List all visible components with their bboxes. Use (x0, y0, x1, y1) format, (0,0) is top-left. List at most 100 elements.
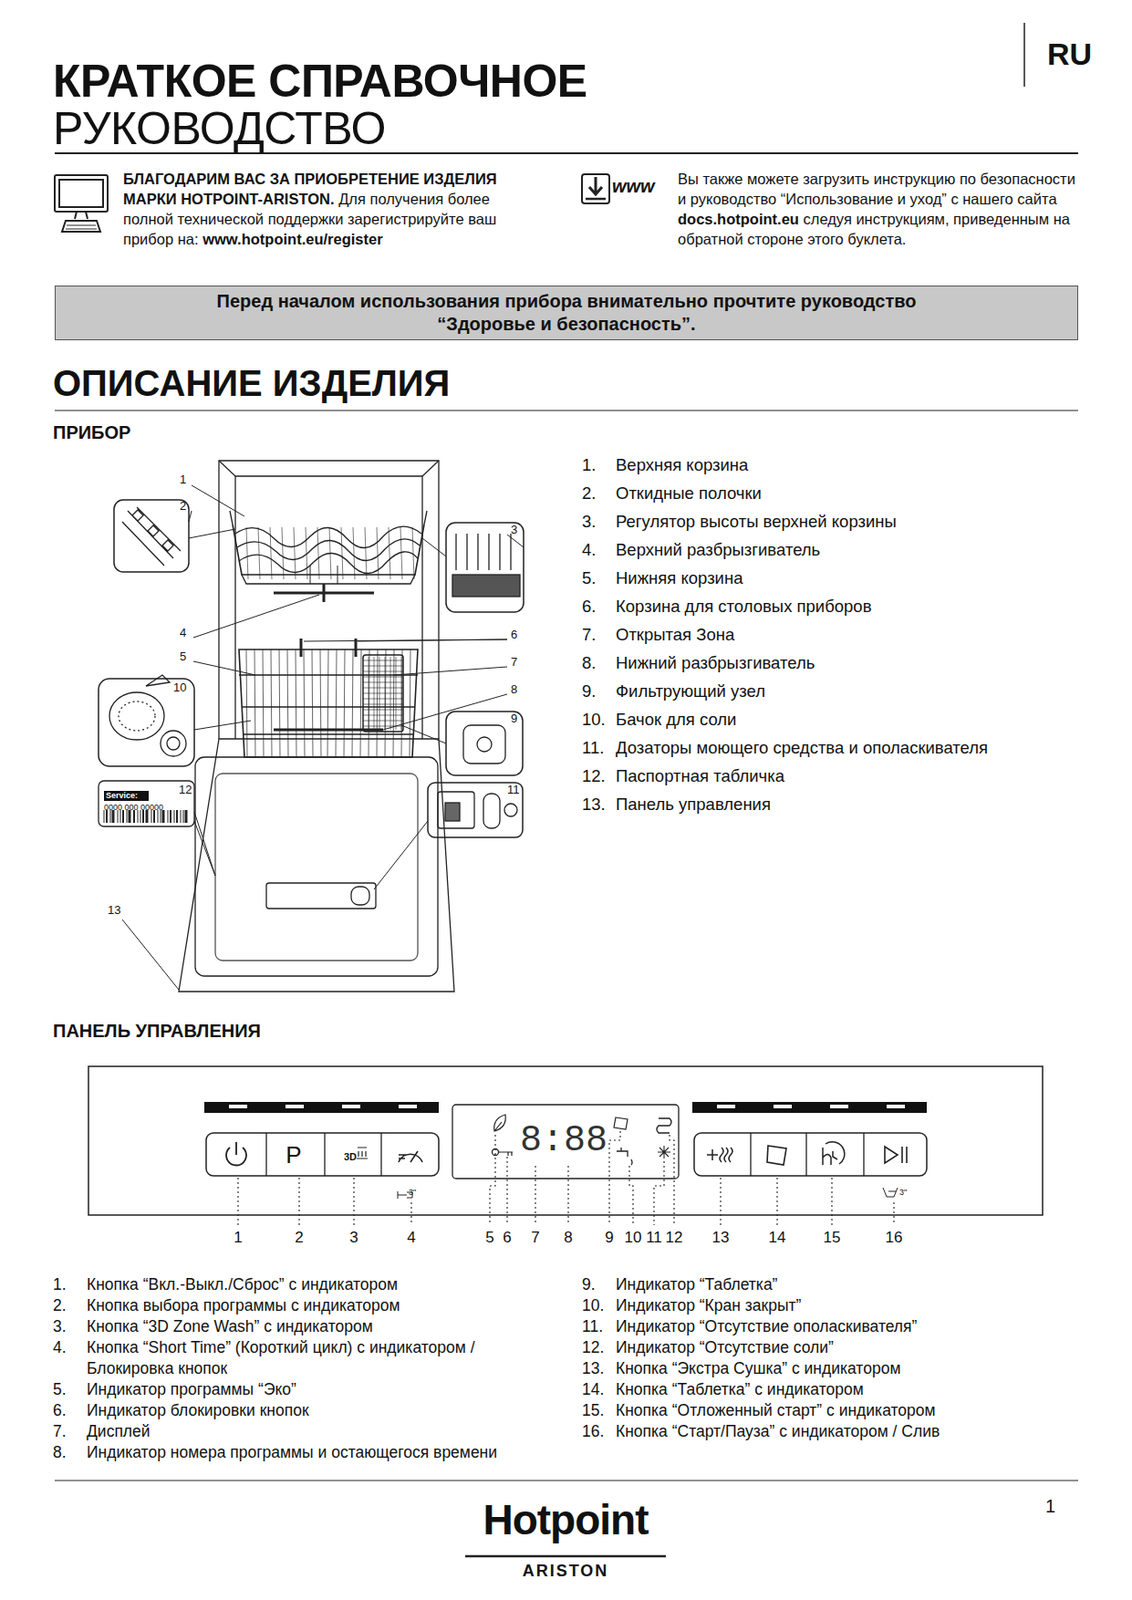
wire (327, 649, 329, 758)
page-number: 1 (1045, 1495, 1056, 1517)
item-number: 7. (52, 1421, 87, 1443)
item-number: 10. (581, 1295, 616, 1317)
callout-number: 8 (563, 1228, 572, 1247)
wire (167, 810, 169, 823)
part-name: Корзина для столовых приборов (615, 591, 1080, 621)
callout-number: 12 (665, 1228, 684, 1247)
callout-number: 9 (510, 711, 518, 726)
wire (363, 709, 404, 711)
part-name: Дозаторы моющего средства и ополаскивате… (615, 733, 1080, 762)
wire (126, 810, 128, 823)
part-name: Панель управления (615, 789, 1080, 819)
wire (317, 527, 320, 580)
item-number: 5. (52, 1379, 87, 1401)
wire (281, 527, 284, 580)
wire (320, 649, 322, 758)
wire (287, 649, 289, 758)
callout-number: 1 (233, 1228, 242, 1247)
item-number: 12. (581, 1337, 616, 1359)
page-subtitle: РУКОВОДСТВО (52, 102, 386, 156)
wire (157, 810, 159, 823)
intro-text: БЛАГОДАРИМ ВАС ЗА ПРИОБРЕТЕНИЕ ИЗДЕЛИЯ М… (123, 168, 530, 250)
callout-number: 13 (107, 903, 121, 917)
callout-number: 12 (178, 782, 192, 797)
control-name: Кнопка “Short Time” (Короткий цикл) с ин… (86, 1337, 564, 1380)
callout-number: 3 (510, 522, 518, 537)
wire (128, 810, 132, 823)
brand-subline: ARISTON (522, 1561, 610, 1581)
wire (293, 527, 296, 580)
wire (360, 649, 362, 758)
wire (180, 810, 182, 823)
wire (145, 810, 149, 823)
wire (341, 527, 343, 580)
callout-number: 7 (530, 1228, 540, 1247)
callout-number: 10 (173, 680, 187, 695)
hold-time: 3" (899, 1187, 907, 1197)
wire (112, 810, 115, 823)
callout-number: 1 (179, 472, 187, 487)
button-text: 3D (343, 1151, 357, 1163)
item-number: 16. (581, 1421, 616, 1443)
control-name: Индикатор номера программы и остающегося… (86, 1442, 564, 1464)
callout-number: 2 (179, 498, 187, 513)
list-row: 10.Индикатор “Кран закрыт” (581, 1295, 1093, 1317)
list-row: 6.Индикатор блокировки кнопок (52, 1400, 564, 1422)
list-row: 1.Верхняя корзина (581, 450, 1080, 479)
control-name: Индикатор “Отсутствие соли” (615, 1337, 1093, 1359)
language-code: RU (1047, 36, 1092, 73)
brand-logo: Hotpoint (482, 1495, 648, 1545)
wire (105, 810, 108, 823)
item-number: 13. (581, 1358, 616, 1380)
part-name: Верхний разбрызгиватель (615, 535, 1080, 564)
list-row: 9.Индикатор “Таблетка” (581, 1274, 1093, 1296)
list-row: 8.Нижний разбрызгиватель (581, 648, 1080, 677)
part-name: Фильтрующий узел (615, 676, 1080, 706)
wire (142, 810, 145, 823)
wire (364, 527, 367, 580)
wire (176, 810, 178, 823)
wire (363, 676, 404, 678)
part-name: Паспортная табличка (615, 761, 1080, 790)
callout-number: 10 (624, 1228, 643, 1247)
list-row: 7.Дисплей (52, 1421, 564, 1443)
control-name: Дисплей (86, 1421, 564, 1443)
wire (174, 810, 176, 823)
wire (133, 810, 136, 823)
wire (279, 649, 281, 758)
list-row: 3.Регулятор высоты верхней корзины (581, 507, 1080, 536)
item-number: 5. (581, 563, 616, 592)
banner-text: Перед началом использования прибора вним… (165, 290, 968, 336)
wire (363, 693, 404, 695)
item-number: 2. (581, 478, 616, 508)
callout-number: 5 (179, 649, 187, 664)
list-row: 12.Паспортная табличка (581, 761, 1080, 790)
control-name: Кнопка “Старт/Пауза” с индикатором / Сли… (615, 1421, 1093, 1443)
wire (353, 527, 355, 580)
list-row: 4.Верхний разбрызгиватель (581, 535, 1080, 564)
callout-number: 16 (885, 1228, 904, 1247)
item-number: 2. (52, 1295, 87, 1317)
list-row: 11.Индикатор “Отсутствие ополаскивателя” (581, 1316, 1093, 1338)
callout-number: 5 (485, 1228, 494, 1247)
wire (183, 810, 185, 823)
control-name: Индикатор “Таблетка” (615, 1274, 1093, 1296)
item-number: 3. (52, 1316, 87, 1338)
part-name: Нижняя корзина (615, 563, 1080, 592)
wire (335, 649, 337, 758)
item-number: 10. (581, 705, 616, 734)
item-number: 11. (581, 1316, 616, 1338)
wire (363, 671, 404, 673)
callout-number: 6 (502, 1228, 511, 1247)
wire (363, 715, 404, 717)
rating-plate: Service:0000 000 00000 (100, 782, 193, 825)
list-row: 6.Корзина для столовых приборов (581, 591, 1080, 621)
part-name: Бачок для соли (615, 705, 1080, 734)
list-row: 5.Индикатор программы “Эко” (52, 1379, 564, 1401)
part-name: Регулятор высоты верхней корзины (615, 507, 1080, 536)
callout-number: 4 (179, 625, 187, 640)
download-link: docs.hotpoint.eu (677, 210, 800, 228)
callout-number: 6 (510, 627, 518, 642)
wire (303, 649, 305, 758)
control-panel-drawing (88, 1066, 1043, 1226)
